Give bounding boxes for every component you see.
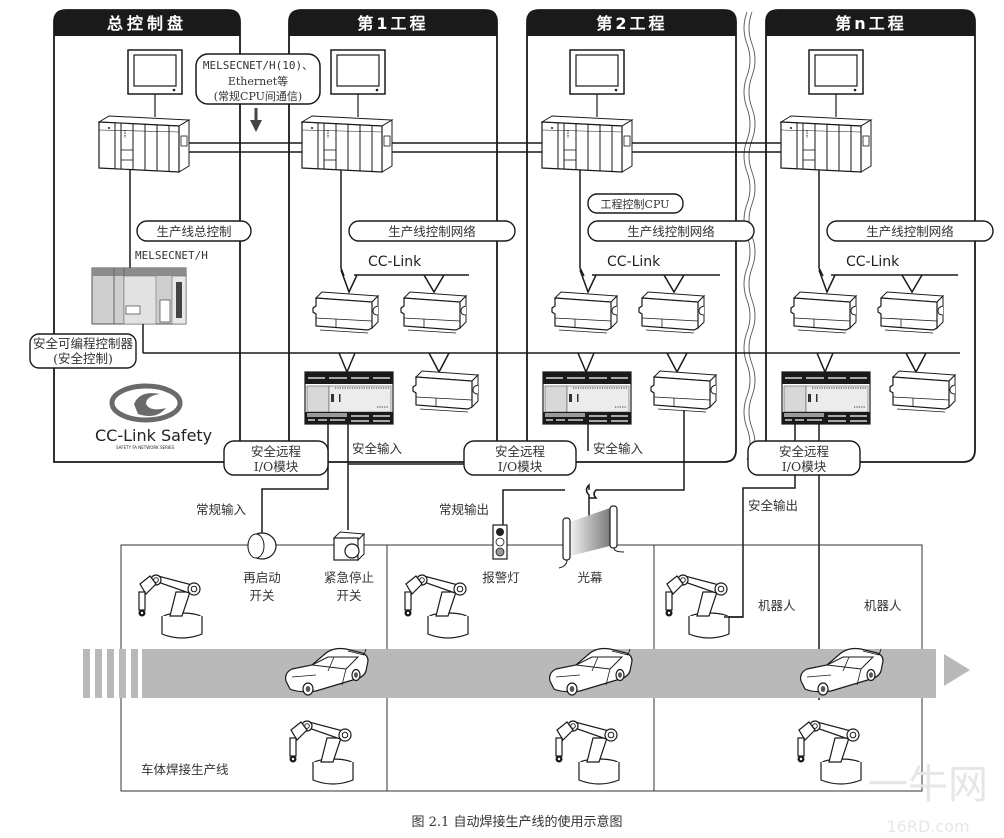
hmi-monitor: [127, 49, 183, 117]
svg-text:生产线总控制: 生产线总控制: [156, 224, 231, 239]
alarm-light: [492, 524, 508, 560]
svg-text:I/O模块: I/O模块: [498, 459, 543, 474]
watermark-sub: 16RD.com: [886, 817, 969, 836]
panel-header: [766, 10, 975, 36]
cc-link-safety-logo: CC-Link Safety SAFETY FA NETWORK SERIES: [95, 383, 212, 450]
remote-io-module: [551, 291, 618, 334]
watermark: 一牛网: [868, 762, 988, 808]
svg-text:SAFETY FA NETWORK SERIES: SAFETY FA NETWORK SERIES: [116, 445, 175, 450]
robot: [664, 574, 730, 639]
panel-process2: 第2工程: [526, 9, 737, 463]
robot: [288, 720, 354, 785]
plc-rack-process2: [541, 115, 633, 173]
svg-text:I/O模块: I/O模块: [782, 459, 827, 474]
cc-link-drop-lines: [338, 170, 958, 374]
hmi-monitor: [330, 49, 386, 117]
hmi-monitor: [569, 49, 625, 117]
panel-header: [527, 10, 736, 36]
welding-line-label: 车体焊接生产线: [141, 762, 229, 777]
melsecnet-h-label: MELSECNET/H: [135, 249, 208, 262]
safety-remote-io-label: 安全远程 I/O模块: [747, 440, 861, 476]
svg-text:生产线控制网络: 生产线控制网络: [388, 224, 476, 239]
svg-text:(安全控制): (安全控制): [53, 351, 113, 366]
estop-switch-label: 紧急停止: [324, 570, 374, 585]
safety-remote-io-label: 安全远程 I/O模块: [223, 440, 329, 476]
conveyor: [83, 649, 936, 698]
svg-text:安全可编程控制器: 安全可编程控制器: [33, 336, 134, 351]
svg-text:I/O模块: I/O模块: [254, 459, 299, 474]
panel-title: 第n工程: [835, 14, 906, 33]
line-control-network-label: 生产线控制网络: [348, 220, 516, 242]
panel-title: 第2工程: [596, 14, 667, 33]
safety-remote-io-label: 安全远程 I/O模块: [463, 440, 577, 476]
robot: [796, 720, 862, 785]
panel-title: 总控制盘: [107, 14, 187, 33]
hmi-monitor: [808, 49, 864, 117]
robot: [554, 720, 620, 785]
svg-text:MELSECNET/H(10)、: MELSECNET/H(10)、: [203, 59, 313, 72]
restart-switch: [247, 532, 277, 560]
svg-text:安全远程: 安全远程: [779, 444, 830, 459]
process-cpu-label: 工程控制CPU: [587, 193, 684, 214]
remote-io-module: [650, 370, 717, 413]
remote-io-module: [312, 291, 379, 334]
down-arrow-icon: [250, 108, 262, 132]
svg-text:CC-Link Safety: CC-Link Safety: [95, 426, 212, 445]
svg-text:安全远程: 安全远程: [251, 444, 302, 459]
svg-text:Ethernet等: Ethernet等: [228, 74, 288, 88]
robot-label: 机器人: [864, 598, 902, 613]
remote-io-module: [889, 370, 956, 413]
robot: [403, 574, 469, 639]
svg-text:工程控制CPU: 工程控制CPU: [601, 197, 670, 211]
line-master-control-label: 生产线总控制: [136, 220, 252, 242]
line-control-network-label: 生产线控制网络: [826, 220, 994, 242]
plc-rack-process1: [301, 115, 393, 173]
conveyor-direction-arrow-icon: [944, 654, 970, 686]
cc-link-logo: CC-Link: [846, 254, 900, 270]
remote-io-module: [790, 291, 857, 334]
restart-switch-label: 再启动: [243, 570, 281, 585]
safety-plc-label: 安全可编程控制器 (安全控制): [29, 333, 137, 369]
safety-output-label: 安全输出: [748, 498, 798, 513]
remote-io-module: [412, 370, 479, 413]
safety-remote-io-unit: [542, 371, 632, 425]
normal-output-label: 常规输出: [439, 502, 489, 517]
safety-remote-io-unit: [781, 371, 871, 425]
remote-io-module: [638, 291, 705, 334]
panel-header: [289, 10, 497, 36]
emergency-stop-switch: [332, 531, 366, 562]
svg-text:安全远程: 安全远程: [495, 444, 546, 459]
panel-title: 第1工程: [357, 14, 428, 33]
plc-rack-master: [98, 115, 190, 173]
normal-input-label: 常规输入: [196, 502, 247, 517]
svg-text:开关: 开关: [249, 588, 274, 603]
panel-processN: 第n工程: [765, 9, 976, 463]
cc-link-logo: CC-Link: [607, 254, 661, 270]
svg-text:(常规CPU间通信): (常规CPU间通信): [214, 89, 302, 103]
robot-label: 机器人: [758, 598, 796, 613]
alarm-light-label: 报警灯: [482, 570, 520, 585]
svg-text:生产线控制网络: 生产线控制网络: [627, 224, 715, 239]
safety-input-label: 安全输入: [593, 441, 644, 456]
plc-rack-processN: [780, 115, 872, 173]
cc-link-logo: CC-Link: [368, 254, 422, 270]
light-curtain: [558, 505, 625, 569]
light-curtain-label: 光幕: [577, 570, 603, 585]
remote-io-module: [400, 291, 467, 334]
svg-text:生产线控制网络: 生产线控制网络: [866, 224, 954, 239]
safety-plc: [91, 267, 187, 325]
safety-remote-io-unit: [304, 371, 394, 425]
remote-io-module: [877, 291, 944, 334]
robot: [137, 574, 203, 639]
line-control-network-label: 生产线控制网络: [587, 220, 755, 242]
panel-header: [54, 10, 240, 36]
network-callout: MELSECNET/H(10)、 Ethernet等 (常规CPU间通信): [195, 53, 321, 105]
melsecnet-backbone: [188, 142, 782, 153]
safety-input-label: 安全输入: [352, 441, 403, 456]
figure-caption: 图 2.1 自动焊接生产线的使用示意图: [412, 814, 623, 830]
svg-text:开关: 开关: [336, 588, 361, 603]
